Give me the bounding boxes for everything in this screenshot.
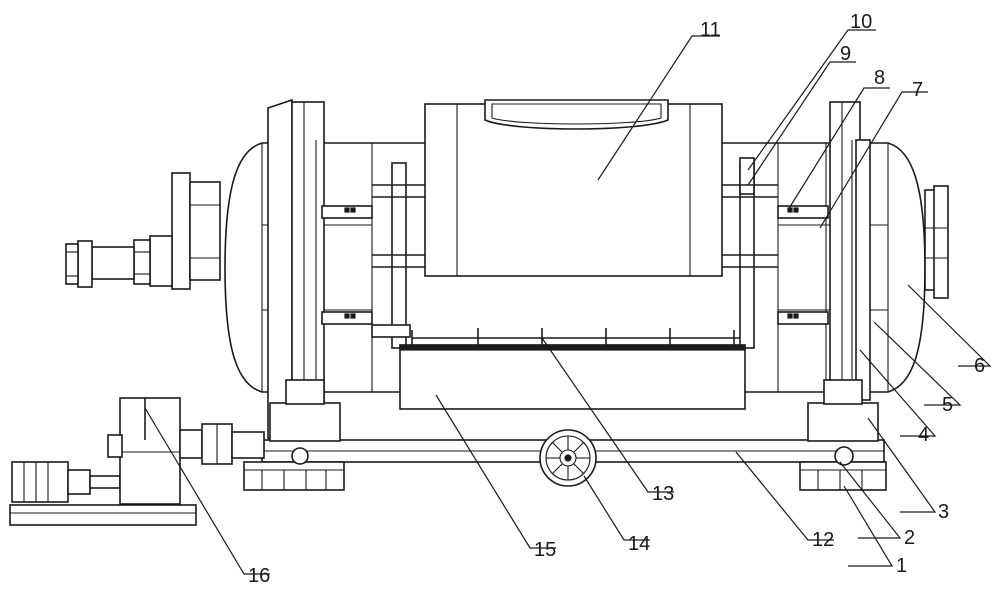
- charging-box: [424, 99, 723, 277]
- callout-1: 1: [896, 555, 907, 577]
- left-rotary-joint: [65, 172, 221, 290]
- callout-16: 16: [248, 565, 270, 587]
- callout-6: 6: [974, 355, 985, 377]
- callout-3: 3: [938, 501, 949, 523]
- left-support-seat: [243, 379, 345, 491]
- callout-15: 15: [534, 539, 556, 561]
- callout-labels: 1 2 3 4 5 6 7 8 9 10 11 12 13 14 15 16: [248, 11, 985, 587]
- callout-8: 8: [874, 67, 885, 89]
- callout-4: 4: [918, 424, 929, 446]
- callout-7: 7: [912, 79, 923, 101]
- left-bracket-frame: [321, 162, 425, 349]
- roller-wheel: [539, 429, 597, 487]
- callout-13: 13: [652, 483, 674, 505]
- callout-2: 2: [904, 527, 915, 549]
- callout-11: 11: [700, 19, 721, 41]
- callout-14: 14: [628, 533, 650, 555]
- right-end-cap: [924, 185, 949, 299]
- drive-unit: [9, 397, 265, 526]
- collection-tray: [399, 328, 746, 410]
- right-bracket-frame: [722, 157, 829, 349]
- callout-5: 5: [942, 394, 953, 416]
- callout-10: 10: [850, 11, 872, 33]
- callout-12: 12: [812, 529, 834, 551]
- right-support-seat: [799, 379, 887, 491]
- callout-9: 9: [840, 43, 851, 65]
- leader-lines: [144, 29, 992, 575]
